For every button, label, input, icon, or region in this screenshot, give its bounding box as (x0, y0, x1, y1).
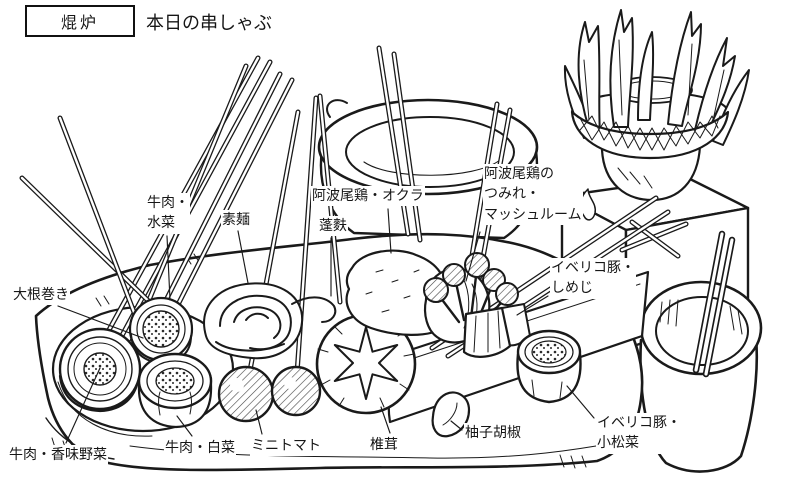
chopsticks-icon (692, 230, 736, 378)
leaf (637, 31, 655, 121)
label-iberico-komatsuna: イベリコ豚・ 小松菜 (596, 413, 682, 454)
vegetable-basket (563, 9, 750, 202)
page-title: 本日の串しゃぶ (146, 13, 272, 34)
label-yomogifu: 蓬麩 (318, 216, 348, 237)
label-beef-komiyasai: 牛肉・香味野菜 (8, 445, 108, 466)
label-daikon-maki: 大根巻き (12, 285, 70, 306)
beef-mizuna-roll (128, 296, 194, 364)
beef-hakusai-roll (137, 352, 213, 429)
label-mini-tomato: ミニトマト (250, 436, 322, 457)
yuzu-kosho (431, 391, 471, 438)
leaf (667, 11, 702, 127)
mini-tomatoes (217, 365, 322, 423)
label-somen: 素麺 (221, 210, 251, 231)
leaf (609, 9, 634, 128)
label-shiitake: 椎茸 (369, 435, 399, 456)
leaf (577, 21, 601, 133)
title-box: 焜炉 (25, 5, 135, 37)
label-yuzu-kosho: 柚子胡椒 (464, 423, 522, 444)
shabu-pot (317, 98, 539, 240)
leader-lines (57, 208, 595, 444)
title-box-label: 焜炉 (60, 13, 99, 32)
shimeji-wrap (462, 306, 512, 358)
somen-noodles (203, 282, 337, 360)
daikon-roll (58, 327, 142, 413)
label-beef-mizuna: 牛肉・ 水菜 (146, 193, 190, 234)
label-beef-hakusai: 牛肉・白菜 (164, 438, 236, 459)
komatsuna-roll (516, 329, 582, 404)
label-awaodori-okra: 阿波尾鶏・オクラ (311, 186, 425, 207)
label-iberico-shimeji: イベリコ豚・ しめじ (550, 258, 636, 299)
mushroom-skewers (423, 252, 531, 358)
label-tsumire-mushroom: 阿波尾鶏の つみれ・ マッシュルーム (483, 164, 583, 225)
